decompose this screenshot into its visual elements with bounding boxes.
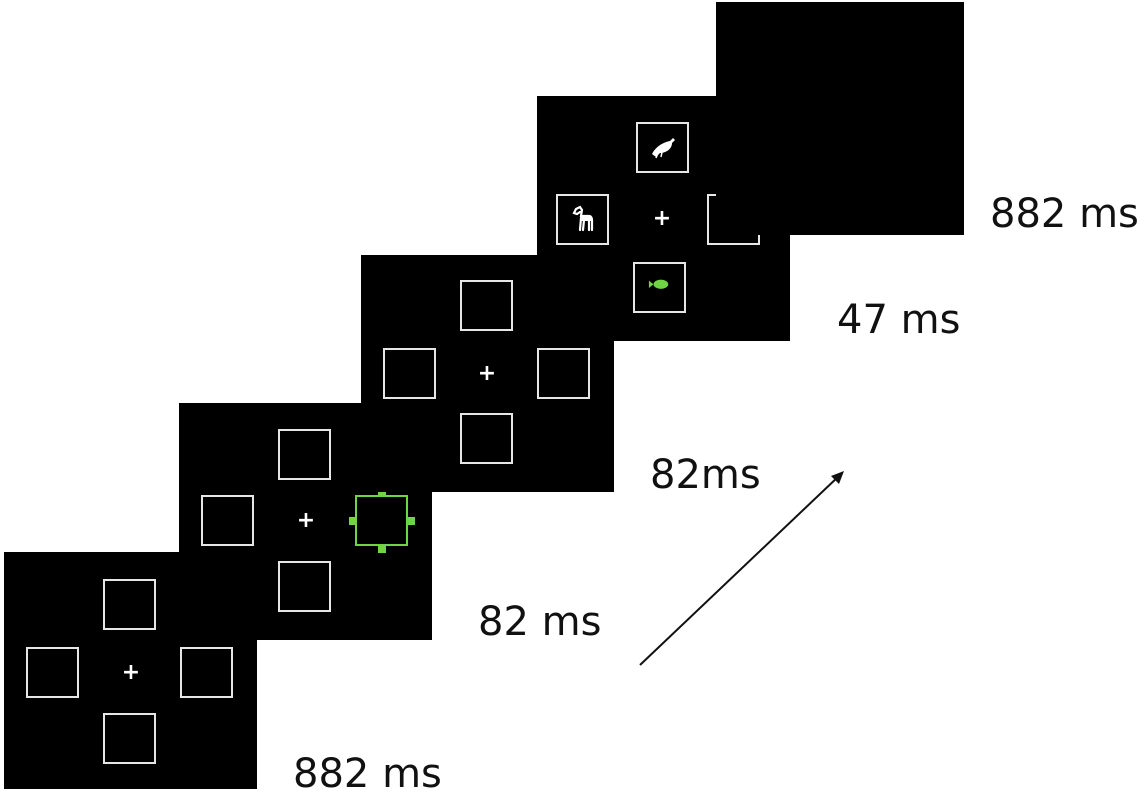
duration-label-search: 47 ms: [837, 297, 961, 343]
fixation-cross: +: [477, 361, 497, 386]
cue-marker-top: [378, 489, 386, 497]
location-bottom: [633, 262, 686, 313]
placeholder-left: [383, 348, 436, 399]
duration-label-fixation: 882 ms: [293, 751, 442, 797]
cue-marker-right: [407, 517, 415, 525]
bird-icon: [652, 138, 675, 159]
duration-label-blank: 882 ms: [990, 191, 1139, 237]
placeholder-bottom: [103, 713, 156, 764]
placeholder-top: [460, 280, 513, 331]
fish-icon: [648, 279, 669, 289]
placeholder-right: [537, 348, 590, 399]
placeholder-left: [201, 495, 254, 546]
placeholder-right: [180, 647, 233, 698]
placeholder-top: [103, 579, 156, 630]
placeholder-bottom: [460, 413, 513, 464]
location-left: [556, 194, 609, 245]
fixation-cross: +: [652, 206, 672, 231]
fixation-cross: +: [121, 660, 141, 685]
fixation-cross: +: [296, 508, 316, 533]
placeholder-bottom: [278, 561, 331, 612]
duration-label-cue: 82 ms: [478, 599, 602, 645]
horse-icon: [572, 205, 594, 232]
cue-marker-left: [349, 517, 357, 525]
placeholder-top: [278, 429, 331, 480]
location-top: [636, 122, 689, 173]
placeholder-left: [26, 647, 79, 698]
cue-marker-bottom: [378, 545, 386, 553]
duration-label-interval: 82ms: [650, 452, 761, 498]
frame-blank: [716, 2, 964, 235]
